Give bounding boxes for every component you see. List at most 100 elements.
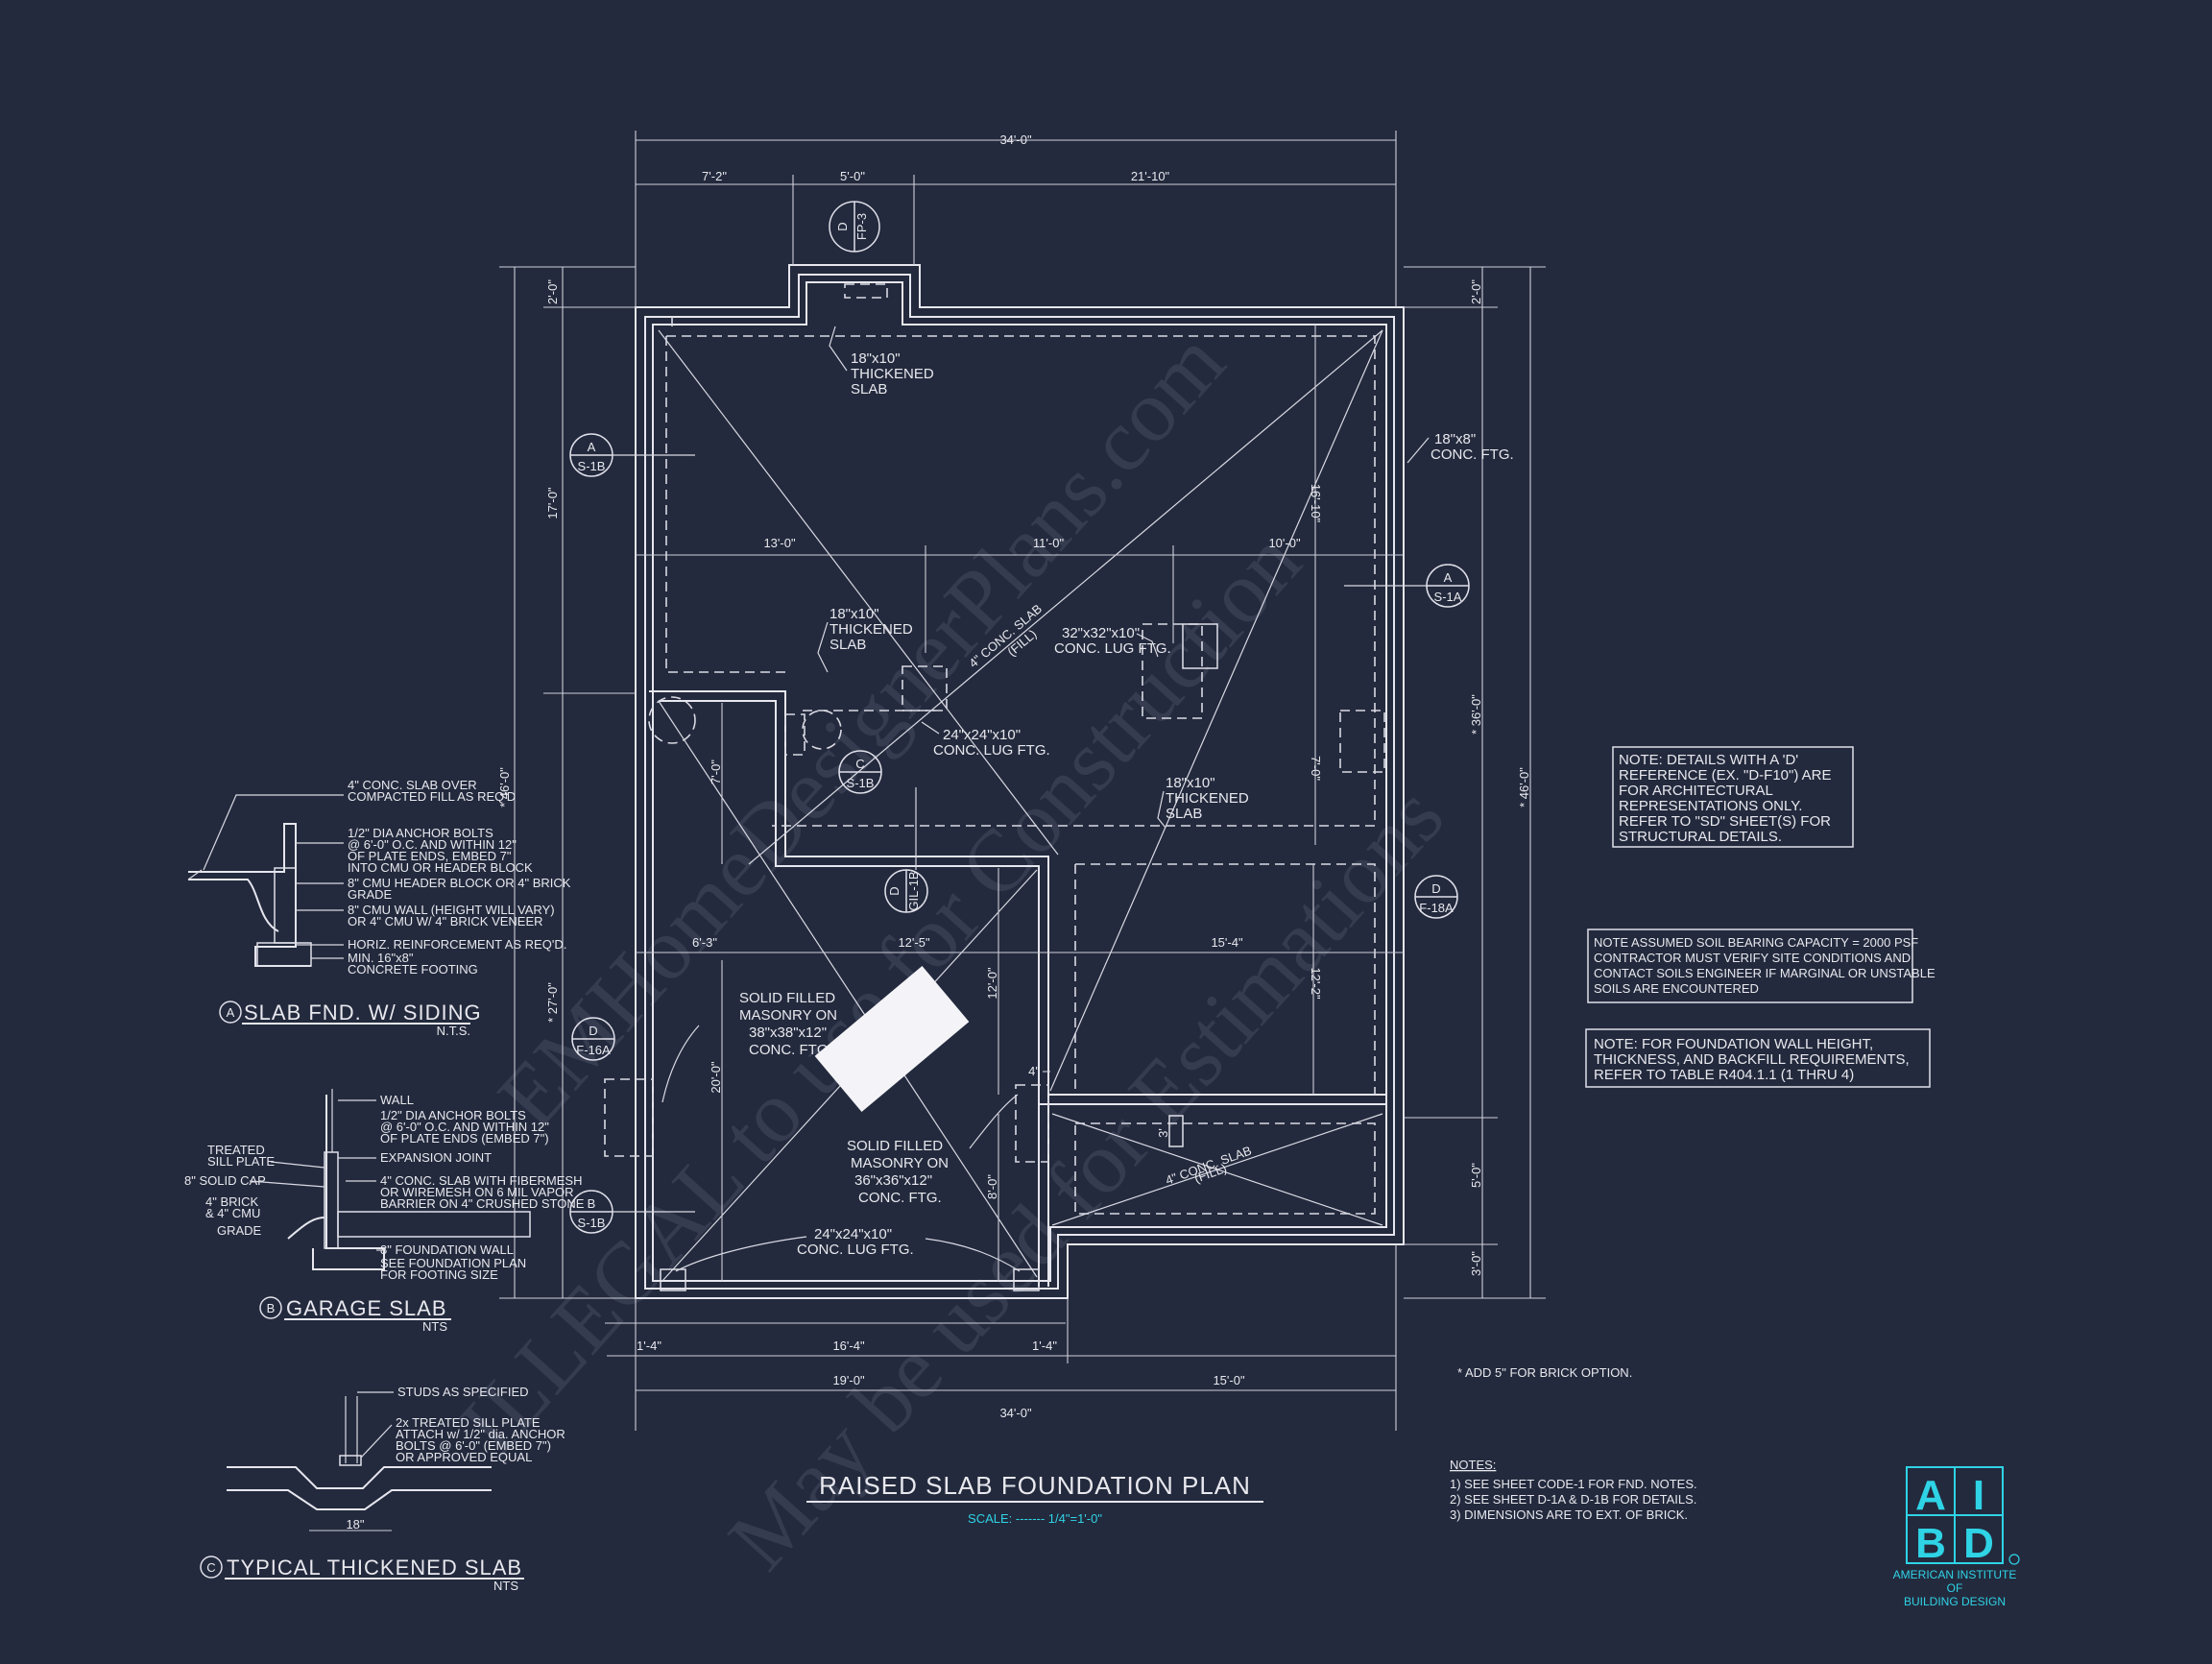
dim-row2-b: 12'-5" [898, 935, 930, 950]
stamp-block [814, 965, 970, 1113]
svg-text:INTO CMU OR HEADER BLOCK: INTO CMU OR HEADER BLOCK [348, 860, 533, 875]
dim-right-b: * 36'-0" [1469, 694, 1483, 735]
svg-text:A: A [1444, 570, 1453, 585]
svg-text:MIN. 16"x8": MIN. 16"x8" [348, 951, 414, 965]
svg-text:2) SEE SHEET D-1A & D-1B FOR D: 2) SEE SHEET D-1A & D-1B FOR DETAILS. [1450, 1492, 1696, 1507]
dim-top-b: 5'-0" [840, 169, 865, 183]
page-title: RAISED SLAB FOUNDATION PLAN [819, 1471, 1251, 1500]
callout-thickened-mid: 18"x10" THICKENED SLAB [817, 606, 913, 673]
svg-text:NOTES:: NOTES: [1450, 1458, 1496, 1472]
svg-text:OR WIREMESH ON 6 MIL VAPOR: OR WIREMESH ON 6 MIL VAPOR [380, 1185, 574, 1199]
section-tag-a-s1b[interactable]: A S-1B [569, 433, 695, 477]
detail-a-title: SLAB FND. W/ SIDING [244, 1001, 482, 1025]
dim-v-g: 12'-2" [1309, 967, 1323, 1000]
section-tag-a-s1a[interactable]: A S-1A [1344, 564, 1470, 608]
svg-text:EXPANSION JOINT: EXPANSION JOINT [380, 1150, 492, 1165]
svg-text:S-1A: S-1A [1434, 590, 1462, 604]
svg-text:4" CONC. SLAB WITH FIBERMESH: 4" CONC. SLAB WITH FIBERMESH [380, 1173, 582, 1188]
svg-text:SILL PLATE: SILL PLATE [207, 1154, 275, 1169]
callout-conc-ftg: 18"x8" CONC. FTG. [1407, 431, 1514, 464]
dim-row2-c: 15'-4" [1211, 935, 1243, 950]
svg-text:8" CMU WALL (HEIGHT WILL VARY): 8" CMU WALL (HEIGHT WILL VARY) [348, 903, 555, 917]
svg-text:CONCRETE FOOTING: CONCRETE FOOTING [348, 962, 478, 977]
svg-text:32"x32"x10": 32"x32"x10" [1062, 625, 1140, 641]
svg-text:SEE FOUNDATION PLAN: SEE FOUNDATION PLAN [380, 1256, 526, 1270]
svg-text:CONC. LUG FTG.: CONC. LUG FTG. [1054, 640, 1171, 657]
dim-v-i: 3' [1156, 1128, 1170, 1138]
svg-text:8" SOLID CAP: 8" SOLID CAP [184, 1173, 266, 1188]
dim-v-b: 7'-0" [1309, 756, 1323, 781]
svg-text:2x TREATED SILL PLATE: 2x TREATED SILL PLATE [396, 1415, 541, 1430]
callout-thickened-right: 18"x10" THICKENED SLAB [1157, 775, 1249, 829]
svg-text:CONC. FTG.: CONC. FTG. [858, 1190, 942, 1206]
svg-text:REFER TO "SD" SHEET(S) FOR: REFER TO "SD" SHEET(S) FOR [1619, 813, 1831, 830]
svg-text:C: C [206, 1560, 215, 1575]
svg-text:B: B [1915, 1520, 1946, 1567]
svg-text:B: B [588, 1196, 596, 1211]
section-tag-c-s1b[interactable]: C S-1B [838, 750, 882, 794]
svg-text:8" CMU HEADER BLOCK OR 4" BRIC: 8" CMU HEADER BLOCK OR 4" BRICK [348, 876, 571, 890]
detail-b-title: GARAGE SLAB [286, 1296, 447, 1320]
brick-note: * ADD 5" FOR BRICK OPTION. [1457, 1365, 1632, 1380]
svg-text:SLAB: SLAB [1166, 806, 1202, 822]
dim-left-c: * 27'-0" [545, 982, 560, 1023]
dim-v-e: 20'-0" [709, 1061, 723, 1094]
svg-text:4" CONC. SLAB OVER: 4" CONC. SLAB OVER [348, 778, 477, 792]
svg-text:D: D [1431, 881, 1440, 896]
dim-left-overall: * 46'-0" [497, 767, 512, 808]
general-notes: NOTES: 1) SEE SHEET CODE-1 FOR FND. NOTE… [1450, 1458, 1697, 1522]
svg-text:24"x24"x10": 24"x24"x10" [814, 1226, 892, 1242]
callout-lug-24-bottom: 24"x24"x10" CONC. LUG FTG. [675, 1226, 1021, 1272]
section-tags: D FP-3 A S-1B A S-1A C S-1B D GIL-1B [569, 201, 1470, 1234]
svg-text:18"x10": 18"x10" [851, 350, 901, 367]
svg-text:S-1B: S-1B [578, 1216, 606, 1230]
svg-text:OF: OF [1947, 1581, 1963, 1595]
section-tag-d-f18a[interactable]: D F-18A [1414, 875, 1458, 919]
detail-c-thickened-slab: 18" STUDS AS SPECIFIED 2x TREATED SILL P… [200, 1385, 565, 1593]
svg-text:38"x38"x12": 38"x38"x12" [749, 1025, 827, 1041]
svg-text:TREATED: TREATED [207, 1143, 265, 1157]
svg-text:BOLTS @ 6'-0" (EMBED 7"): BOLTS @ 6'-0" (EMBED 7") [396, 1438, 551, 1453]
foundation-outline [635, 264, 1405, 1299]
svg-text:D: D [1963, 1520, 1994, 1567]
dimension-lines [499, 131, 1546, 1431]
detail-b-garage-slab: WALL 1/2" DIA ANCHOR BOLTS @ 6'-0" O.C. … [184, 1089, 585, 1334]
dim-left-b: 17'-0" [545, 487, 560, 519]
svg-text:REPRESENTATIONS ONLY.: REPRESENTATIONS ONLY. [1619, 798, 1802, 814]
svg-text:3) DIMENSIONS ARE TO EXT. OF B: 3) DIMENSIONS ARE TO EXT. OF BRICK. [1450, 1507, 1688, 1522]
svg-text:CONTRACTOR MUST VERIFY SITE CO: CONTRACTOR MUST VERIFY SITE CONDITIONS A… [1594, 951, 1911, 965]
dim-right-c: 5'-0" [1469, 1163, 1483, 1188]
dim-top-a: 7'-2" [702, 169, 727, 183]
svg-text:A: A [1915, 1472, 1946, 1519]
svg-text:FOR ARCHITECTURAL: FOR ARCHITECTURAL [1619, 783, 1773, 799]
svg-text:OR 4" CMU W/ 4" BRICK VENEER: OR 4" CMU W/ 4" BRICK VENEER [348, 914, 543, 928]
notes-box-soil: NOTE ASSUMED SOIL BEARING CAPACITY = 200… [1587, 928, 1936, 1003]
svg-text:GIL-1B: GIL-1B [906, 871, 921, 910]
svg-text:WALL: WALL [380, 1093, 414, 1107]
svg-text:GRADE: GRADE [348, 887, 393, 902]
dimension-text: 34'-0" 7'-2" 5'-0" 21'-10" 34'-0" 19'-0"… [497, 133, 1531, 1420]
section-tag-fp3[interactable]: D FP-3 [829, 201, 880, 253]
callout-masonry-38: SOLID FILLED MASONRY ON 38"x38"x12" CONC… [661, 990, 837, 1103]
svg-text:STRUCTURAL DETAILS.: STRUCTURAL DETAILS. [1619, 829, 1782, 845]
section-tag-d-gil1b[interactable]: D GIL-1B [884, 787, 928, 913]
svg-text:18": 18" [346, 1517, 364, 1531]
svg-text:I: I [1973, 1472, 1984, 1519]
dim-bottom-b: 15'-0" [1213, 1373, 1245, 1387]
section-tag-d-f16a[interactable]: D F-16A [571, 1017, 615, 1061]
svg-text:SLAB: SLAB [851, 381, 887, 398]
svg-text:D: D [887, 886, 902, 895]
section-tag-b-s1b[interactable]: B S-1B [569, 1190, 695, 1234]
svg-text:OR APPROVED EQUAL: OR APPROVED EQUAL [396, 1450, 532, 1464]
svg-text:GRADE: GRADE [217, 1223, 262, 1238]
svg-text:SOILS ARE ENCOUNTERED: SOILS ARE ENCOUNTERED [1594, 981, 1759, 996]
svg-text:F-18A: F-18A [1419, 901, 1454, 915]
svg-text:ATTACH w/ 1/2" dia. ANCHOR: ATTACH w/ 1/2" dia. ANCHOR [396, 1427, 565, 1441]
dim-v-h: 4' [1028, 1064, 1038, 1078]
svg-text:THICKENED: THICKENED [1166, 790, 1249, 807]
detail-a-slab-fnd: 4" CONC. SLAB OVER COMPACTED FILL AS REQ… [187, 778, 571, 1038]
svg-text:CONC. LUG FTG.: CONC. LUG FTG. [933, 742, 1050, 759]
svg-text:S-1B: S-1B [578, 459, 606, 473]
svg-text:THICKENED: THICKENED [851, 366, 934, 382]
